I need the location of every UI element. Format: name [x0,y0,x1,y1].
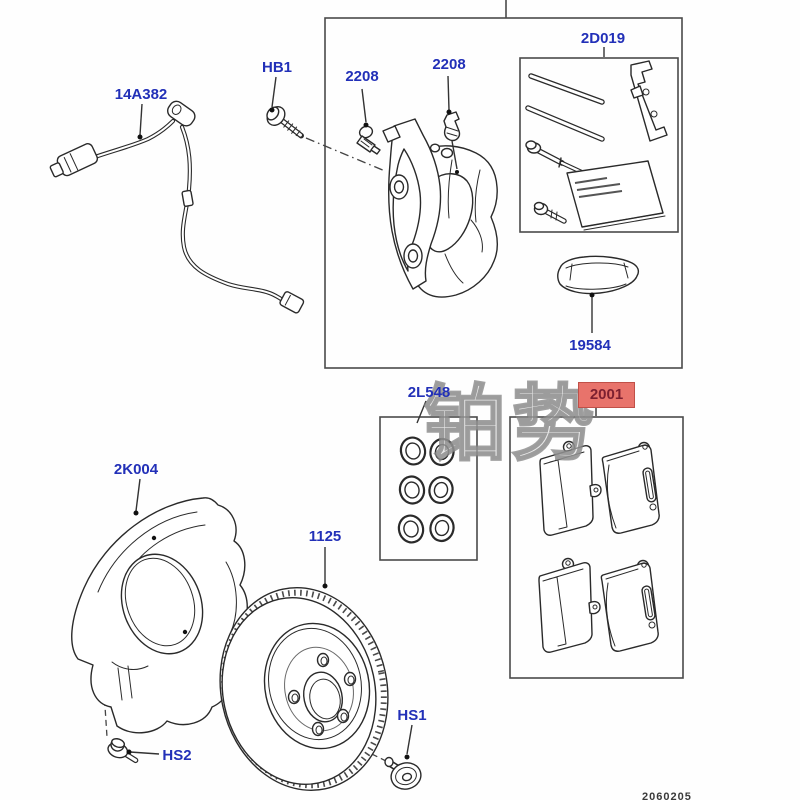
disc-screw-drawing [384,756,422,790]
label-hardware-kit: 2D019 [580,30,626,47]
label-sensor-left: 2208 [345,68,379,85]
shield-bolt-drawing [107,738,139,764]
brake-pads-drawing [538,440,660,653]
caliper-bolt-drawing [266,106,304,139]
leader-lines [126,47,605,760]
label-wear-sensor: 14A382 [114,86,168,103]
brake-pads-box [509,416,684,679]
label-sensor-right: 2208 [432,56,466,73]
label-grease-sachet: 19584 [569,337,611,354]
sensor-left-drawing [356,125,381,155]
seal-kit-rings-drawing [397,436,455,544]
splash-shield-drawing [71,497,248,734]
watermark-text: 铂势 [423,379,601,470]
anti-rattle-clip-drawing [630,60,668,142]
label-disc-screw: HS1 [397,707,427,724]
instruction-leaflet-drawing [566,160,666,231]
hardware-kit-contents-drawing [525,60,668,231]
small-bolt-drawing [533,201,567,224]
wear-sensor-cable-drawing [49,100,305,314]
label-splash-shield: 2K004 [113,461,159,478]
document-number: 2060205 [642,791,692,800]
caliper-assembly-box [324,0,683,369]
label-seal-kit: 2L548 [407,384,451,401]
caliper-bolt-centerline [305,137,386,172]
brake-caliper-drawing [382,118,498,298]
brake-disc-drawing [219,587,389,791]
sensor-right-drawing [443,111,461,142]
label-brake-disc: 1125 [308,528,342,545]
label-caliper-bolt: HB1 [261,59,293,76]
grease-sachet-drawing [557,255,640,295]
hardware-kit-box [519,57,679,233]
label-shield-bolt: HS2 [162,747,192,764]
seal-kit-box [379,416,478,561]
label-brake-pads: 2001 [578,382,635,408]
disc-lug-holes [287,652,357,737]
